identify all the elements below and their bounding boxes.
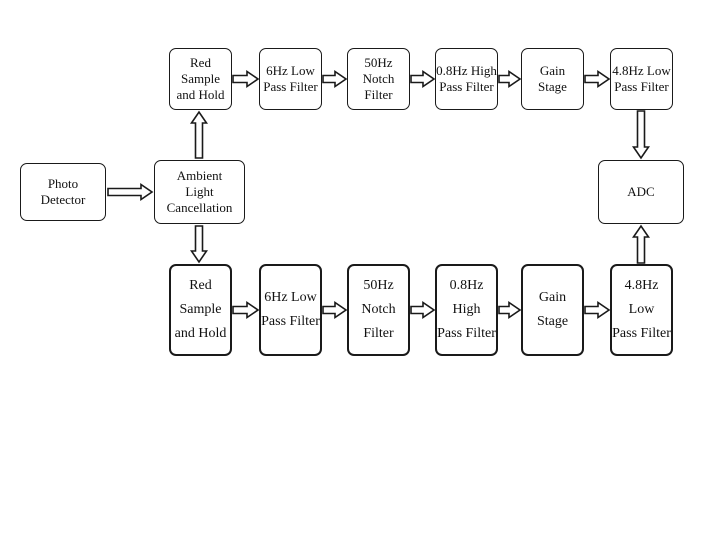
bottom-red-sample-hold-block: Red Sample and Hold xyxy=(169,264,232,356)
bottom-6hz-lowpass-label: 6Hz Low Pass Filter xyxy=(261,290,320,329)
arrow-top-3 xyxy=(410,69,436,89)
arrow-bottom-5 xyxy=(584,300,611,320)
ambient-light-cancellation-label: Ambient Light Cancellation xyxy=(166,168,233,215)
arrow-bottom-1 xyxy=(232,300,260,320)
bottom-50hz-notch-label: 50Hz Notch Filter xyxy=(361,278,396,341)
bottom-08hz-highpass-label: 0.8Hz High Pass Filter xyxy=(437,278,496,341)
arrow-ambient-to-top xyxy=(189,110,209,159)
bottom-6hz-lowpass-block: 6Hz Low Pass Filter xyxy=(259,264,322,356)
top-6hz-lowpass-block: 6Hz Low Pass Filter xyxy=(259,48,322,110)
photo-detector-label: Photo Detector xyxy=(40,176,86,207)
bottom-48hz-lowpass-label: 4.8Hz Low Pass Filter xyxy=(612,278,671,341)
arrow-ambient-to-bottom xyxy=(189,225,209,264)
bottom-gain-stage-block: Gain Stage xyxy=(521,264,584,356)
arrow-bottom-4 xyxy=(498,300,522,320)
bottom-red-sample-hold-label: Red Sample and Hold xyxy=(174,278,227,341)
bottom-50hz-notch-block: 50Hz Notch Filter xyxy=(347,264,410,356)
arrow-top-1 xyxy=(232,69,260,89)
bottom-48hz-lowpass-block: 4.8Hz Low Pass Filter xyxy=(610,264,673,356)
adc-label: ADC xyxy=(627,184,655,199)
top-50hz-notch-label: 50Hz Notch Filter xyxy=(362,55,395,102)
bottom-08hz-highpass-block: 0.8Hz High Pass Filter xyxy=(435,264,498,356)
bottom-gain-stage-label: Gain Stage xyxy=(536,290,569,329)
arrow-bottom-filter-to-adc xyxy=(631,224,651,264)
top-gain-stage-block: Gain Stage xyxy=(521,48,584,110)
top-50hz-notch-block: 50Hz Notch Filter xyxy=(347,48,410,110)
ambient-light-cancellation-block: Ambient Light Cancellation xyxy=(154,160,245,224)
arrow-top-2 xyxy=(322,69,348,89)
arrow-top-filter-to-adc xyxy=(631,110,651,160)
top-48hz-lowpass-label: 4.8Hz Low Pass Filter xyxy=(612,63,671,94)
top-red-sample-hold-block: Red Sample and Hold xyxy=(169,48,232,110)
photo-detector-block: Photo Detector xyxy=(20,163,106,221)
adc-block: ADC xyxy=(598,160,684,224)
top-08hz-highpass-block: 0.8Hz High Pass Filter xyxy=(435,48,498,110)
top-6hz-lowpass-label: 6Hz Low Pass Filter xyxy=(263,63,318,94)
arrow-bottom-3 xyxy=(410,300,436,320)
top-gain-stage-label: Gain Stage xyxy=(538,63,567,94)
arrow-photo-to-ambient xyxy=(107,182,154,202)
top-red-sample-hold-label: Red Sample and Hold xyxy=(176,55,225,102)
arrow-top-5 xyxy=(584,69,611,89)
top-48hz-lowpass-block: 4.8Hz Low Pass Filter xyxy=(610,48,673,110)
arrow-top-4 xyxy=(498,69,522,89)
arrow-bottom-2 xyxy=(322,300,348,320)
top-08hz-highpass-label: 0.8Hz High Pass Filter xyxy=(436,63,497,94)
